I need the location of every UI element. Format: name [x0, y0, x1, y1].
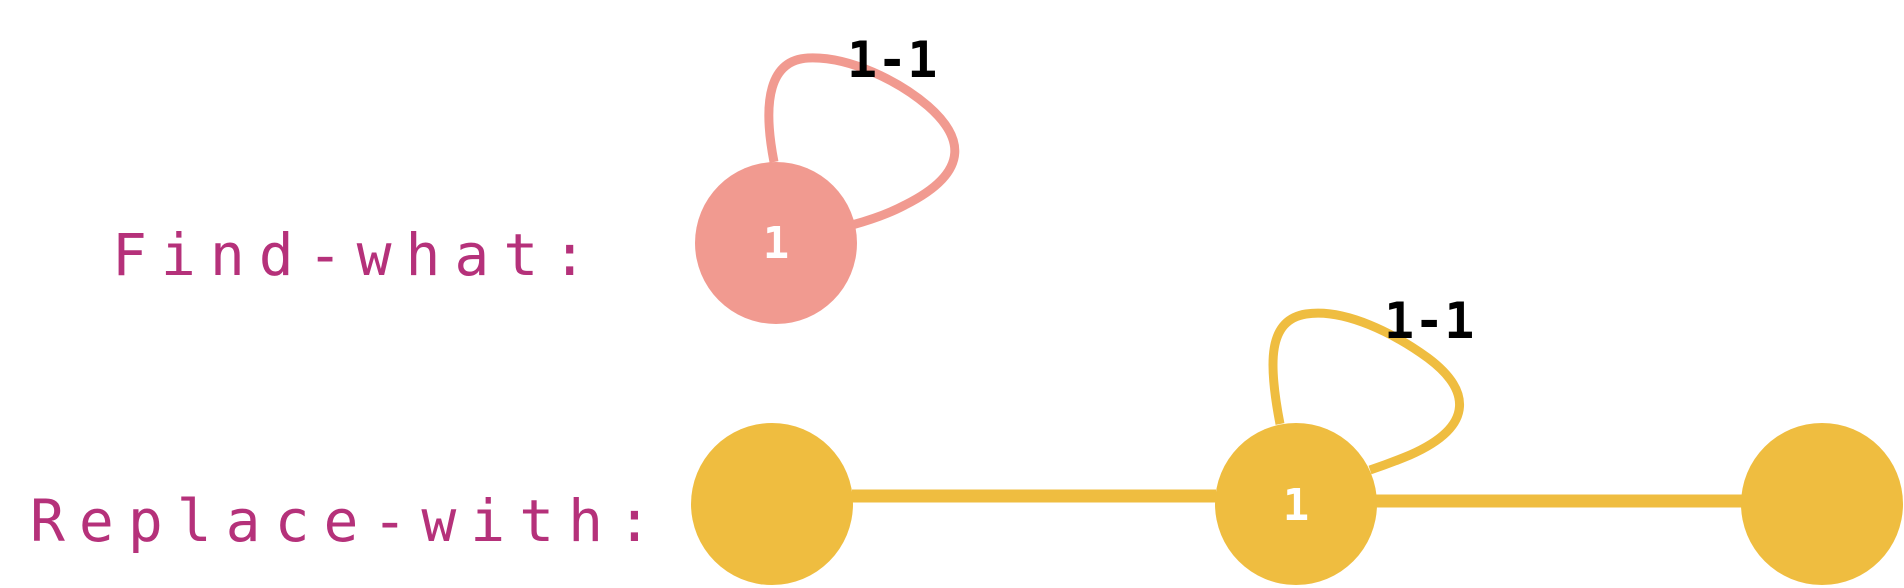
replace-self-loop-edge	[1268, 308, 1464, 475]
find-self-loop-edge	[764, 53, 960, 230]
replace-self-loop-label: 1-1	[1384, 292, 1474, 350]
replace-pattern: 1-1 1	[691, 292, 1903, 585]
find-pattern: 1-1 1	[695, 31, 960, 324]
replace-node-1[interactable]	[1215, 423, 1377, 585]
replace-node-1-label: 1	[1283, 480, 1310, 531]
replace-with-label: Replace-with:	[30, 487, 666, 555]
replace-node-right[interactable]	[1741, 423, 1903, 585]
find-node-1[interactable]	[695, 162, 857, 324]
find-self-loop-label: 1-1	[847, 31, 937, 89]
find-node-1-label: 1	[763, 218, 790, 269]
find-what-label: Find-what:	[112, 221, 602, 289]
replace-node-left[interactable]	[691, 423, 853, 585]
